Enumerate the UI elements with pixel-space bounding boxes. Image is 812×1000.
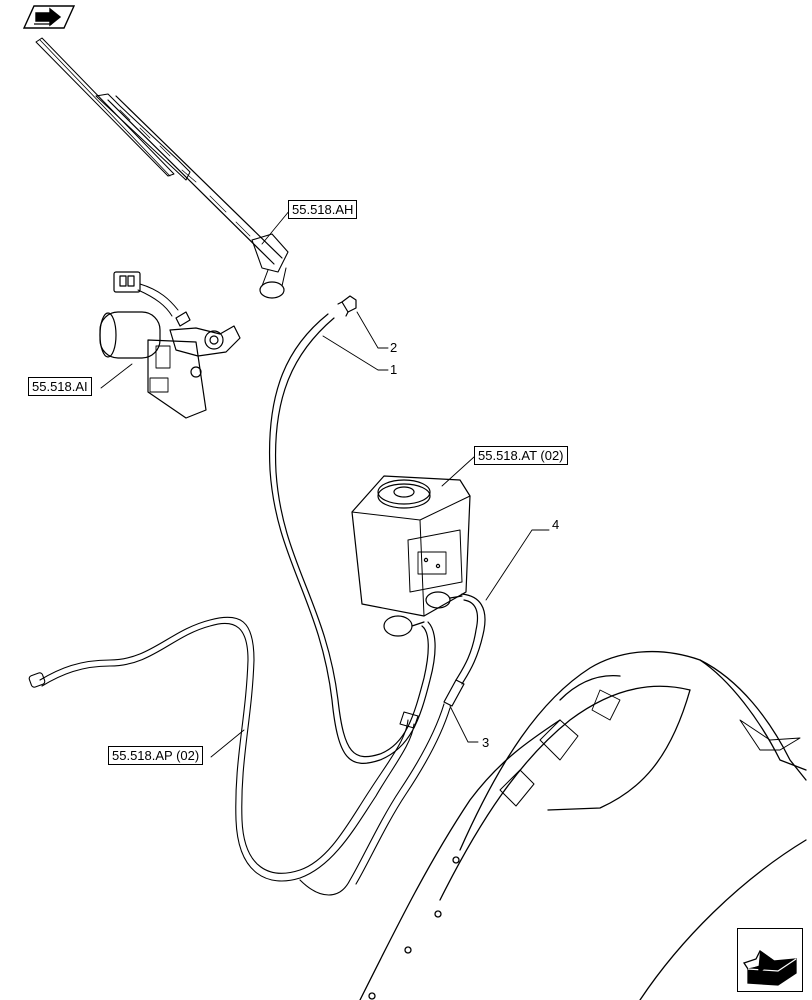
washer-hose-lower — [299, 703, 451, 896]
book-arrow-icon[interactable] — [22, 4, 76, 29]
next-page-arrow-icon[interactable] — [737, 928, 803, 992]
callout-item-4: 4 — [552, 517, 560, 532]
wiper-motor — [99, 271, 241, 419]
callout-item-3: 3 — [482, 735, 490, 750]
washer-hose-4 — [443, 593, 486, 707]
ref-label-wiper-arm[interactable]: 55.518.AH — [288, 200, 358, 219]
cab-frame — [359, 651, 807, 1000]
callout-item-1: 1 — [390, 362, 398, 377]
washer-reservoir — [351, 475, 471, 637]
washer-nozzle — [337, 295, 357, 317]
ref-label-washer-reservoir[interactable]: 55.518.AT (02) — [474, 446, 568, 465]
ref-label-washer-hose[interactable]: 55.518.AP (02) — [108, 746, 204, 765]
callout-item-2: 2 — [390, 340, 398, 355]
washer-hose-1 — [268, 313, 436, 764]
ref-label-wiper-motor[interactable]: 55.518.AI — [28, 377, 92, 396]
wiper-arm — [35, 37, 289, 299]
washer-hose-ap — [28, 616, 419, 882]
leader-lines — [100, 209, 550, 758]
